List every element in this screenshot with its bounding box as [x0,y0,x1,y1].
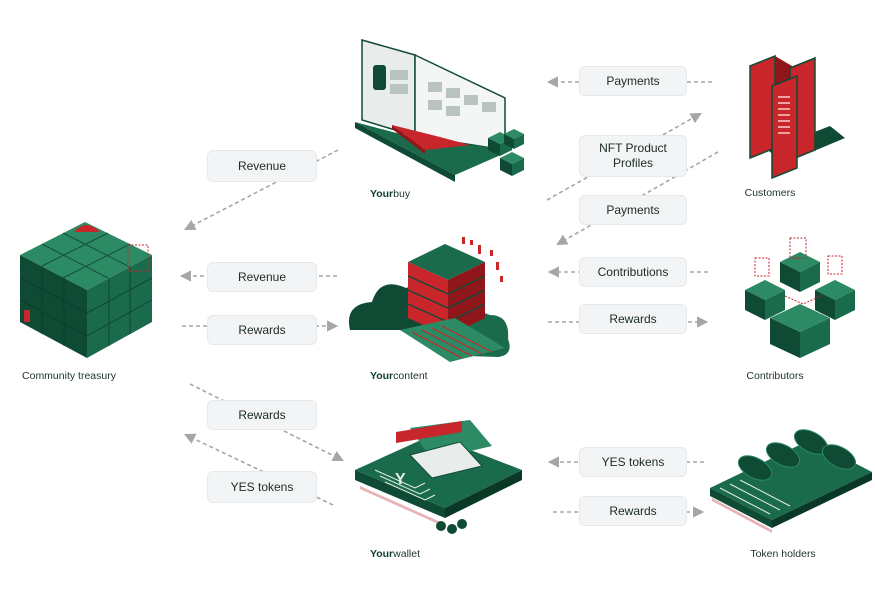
brand-suffix: wallet [393,548,420,560]
flow-label-rewards-contributors: Rewards [579,304,687,334]
flow-label-nft-product-profiles: NFT Product Profiles [579,135,687,177]
phones-icon [749,54,845,180]
laptop-icon [355,39,524,182]
brand-suffix: buy [393,188,411,200]
node-label-customers: Customers [744,187,796,199]
brand-prefix: Your [370,548,394,560]
server-cloud-icon [348,237,510,362]
flow-label-revenue-buy: Revenue [207,150,317,182]
flow-label-payments-mid: Payments [579,195,687,225]
node-label-token-holders: Token holders [750,548,816,560]
token-rollers-icon [710,429,872,533]
node-label-community-treasury: Community treasury [22,370,116,382]
flow-label-contributions: Contributions [579,257,687,287]
brand-prefix: Your [370,370,394,382]
svg-text:Y: Y [395,471,406,488]
flow-label-rewards-content: Rewards [207,315,317,345]
flow-label-yes-tokens-left: YES tokens [207,471,317,503]
flow-label-rewards-wallet: Rewards [207,400,317,430]
product-label-yourbuy: Yourbuy [370,188,410,200]
brand-suffix: content [393,370,428,382]
arrow-yes-tokens-left [183,433,334,506]
flow-label-rewards-holders: Rewards [579,496,687,526]
product-label-yourwallet: Yourwallet [370,548,420,560]
node-label-contributors: Contributors [746,370,804,382]
cube-treasury-icon [19,222,153,358]
brand-prefix: Your [370,188,394,200]
flow-label-revenue-content: Revenue [207,262,317,292]
product-label-yourcontent: Yourcontent [370,370,428,382]
wallet-card-icon: Y [355,420,522,534]
cube-network-icon [745,237,855,358]
flow-label-payments-top: Payments [579,66,687,96]
flow-label-yes-tokens-right: YES tokens [579,447,687,477]
